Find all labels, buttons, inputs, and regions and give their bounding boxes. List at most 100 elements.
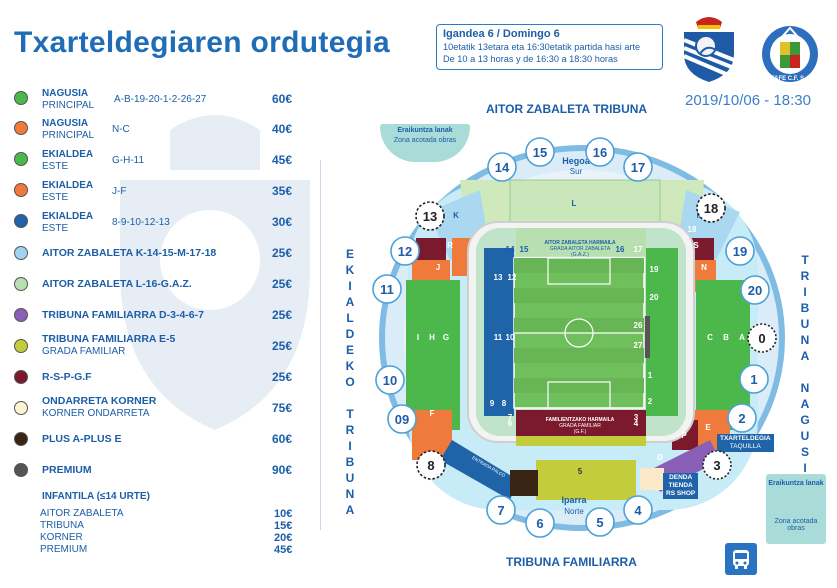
price-name: AITOR ZABALETA K-14-15-M-17-18 — [42, 247, 217, 259]
price-name-es: PRINCIPAL — [42, 130, 95, 141]
schedule-hours-eu: 10etatik 13etara eta 16:30etatik partida… — [443, 42, 641, 52]
price-name: NAGUSIA — [42, 118, 89, 129]
children-row: KORNER 20€ — [40, 532, 300, 544]
divider — [320, 160, 321, 530]
stand-label-letter: A — [800, 397, 810, 411]
section-9: 9 — [490, 399, 495, 408]
harmaila-bottom: FAMILIENTZAKO HARMAILA — [546, 417, 615, 423]
section-H: H — [429, 333, 435, 342]
section-K: K — [453, 211, 459, 220]
works-label: Eraikuntza lanak — [768, 480, 824, 487]
harmaila-top-sub: GRADA AITOR ZABALETA — [550, 246, 611, 252]
stand-label-letter: R — [345, 423, 355, 437]
price-name: NAGUSIA — [42, 88, 89, 99]
section-20: 20 — [650, 293, 659, 302]
bus-icon — [725, 543, 757, 575]
stand-label-letter: S — [800, 445, 809, 459]
price-color-dot — [14, 121, 28, 135]
section-3: 3 — [634, 413, 639, 422]
section-D: D — [657, 453, 663, 462]
stand-label-letter: G — [800, 413, 810, 427]
section-11: 11 — [494, 333, 503, 342]
price-value: 30€ — [272, 215, 293, 229]
section-R: R — [447, 241, 453, 250]
price-value: 25€ — [272, 308, 293, 322]
works-sublabel: Zona acotada obras — [393, 137, 457, 144]
price-codes: J-F — [112, 186, 127, 197]
stand-label-letter: O — [345, 375, 355, 389]
section-A: A — [739, 333, 745, 342]
price-codes: 8-9-10-12-13 — [112, 217, 170, 228]
stand-label-letter: E — [345, 343, 354, 357]
price-value: 45€ — [272, 153, 293, 167]
stand-label-letter: K — [345, 359, 355, 373]
harmaila-top: AITOR ZABALETA HARMAILA — [544, 240, 616, 246]
section-19: 19 — [650, 265, 659, 274]
north-sublabel: Norte — [564, 507, 584, 516]
section-M: M — [697, 211, 704, 220]
stand-bottom-label: TRIBUNA FAMILIARRA — [506, 555, 637, 569]
section-G: G — [443, 333, 449, 342]
price-value: 25€ — [272, 370, 293, 384]
harmaila-bottom-code: (G.F.) — [574, 429, 587, 435]
price-value: 60€ — [272, 92, 293, 106]
getafe-badge-text: GETAFE C.F. S.A.D. — [762, 76, 818, 82]
section-15: 15 — [520, 245, 529, 254]
stand-label-letter: I — [803, 285, 807, 299]
section-7: 7 — [508, 413, 513, 422]
price-row: AITOR ZABALETA L-16-G.A.Z. 25€ — [0, 271, 300, 301]
section-P: P — [681, 431, 687, 440]
price-name-es: KORNER ONDARRETA — [42, 408, 150, 419]
price-row: ONDARRETA KORNER KORNER ONDARRETA 75€ — [0, 395, 300, 425]
section-10: 10 — [506, 333, 515, 342]
section-4: 4 — [634, 419, 639, 428]
price-value: 90€ — [272, 463, 293, 477]
price-row: TRIBUNA FAMILIARRA E-5 GRADA FAMILIAR 25… — [0, 333, 300, 363]
section-F: F — [430, 409, 435, 418]
section-B: B — [723, 333, 729, 342]
price-color-dot — [14, 91, 28, 105]
section-S: S — [693, 241, 699, 250]
price-value: 75€ — [272, 401, 293, 415]
section-17: 17 — [634, 245, 643, 254]
price-codes: A-B-19-20-1-2-26-27 — [114, 94, 207, 105]
price-value: 60€ — [272, 432, 293, 446]
shop-text: TIENDA — [668, 482, 693, 489]
price-name: PREMIUM — [42, 464, 92, 476]
schedule-hours-es: De 10 a 13 horas y de 16:30 a 18:30 hora… — [443, 54, 618, 64]
stand-label-letter: B — [345, 455, 355, 469]
price-name: PLUS A-PLUS E — [42, 433, 122, 445]
section-18: 18 — [688, 225, 697, 234]
price-name: R-S-P-G.F — [42, 371, 92, 383]
stand-label-letter: K — [345, 263, 355, 277]
price-color-dot — [14, 214, 28, 228]
price-name-es: GRADA FAMILIAR — [42, 346, 126, 357]
match-datetime: 2019/10/06 - 18:30 — [685, 92, 811, 109]
price-value: 25€ — [272, 277, 293, 291]
schedule-box: Igandea 6 / Domingo 6 10etatik 13etara e… — [436, 24, 663, 70]
price-row: PREMIUM 90€ — [0, 457, 300, 487]
stand-label-letter: N — [345, 487, 355, 501]
price-value: 25€ — [272, 339, 293, 353]
price-row: PLUS A-PLUS E 60€ — [0, 426, 300, 456]
stand-label-letter: I — [348, 279, 352, 293]
children-row: AITOR ZABALETA 10€ — [40, 508, 300, 520]
stand-top-label: AITOR ZABALETA TRIBUNA — [486, 102, 648, 116]
price-color-dot — [14, 308, 28, 322]
price-color-dot — [14, 401, 28, 415]
children-price: 20€ — [274, 532, 293, 544]
section-L: L — [572, 199, 577, 208]
works-label: Eraikuntza lanak — [397, 127, 453, 134]
south-label: Hegoa — [562, 156, 591, 166]
price-list: NAGUSIA PRINCIPAL A-B-19-20-1-2-26-27 60… — [0, 84, 310, 484]
price-color-dot — [14, 246, 28, 260]
stand-label-letter: D — [345, 327, 355, 341]
price-value: 35€ — [272, 184, 293, 198]
price-color-dot — [14, 339, 28, 353]
children-heading: INFANTILA (≤14 URTE) — [42, 491, 150, 502]
section-E: E — [705, 423, 711, 432]
children-price: 10€ — [274, 508, 293, 520]
section-14: 14 — [506, 245, 515, 254]
south-sublabel: Sur — [570, 167, 583, 176]
